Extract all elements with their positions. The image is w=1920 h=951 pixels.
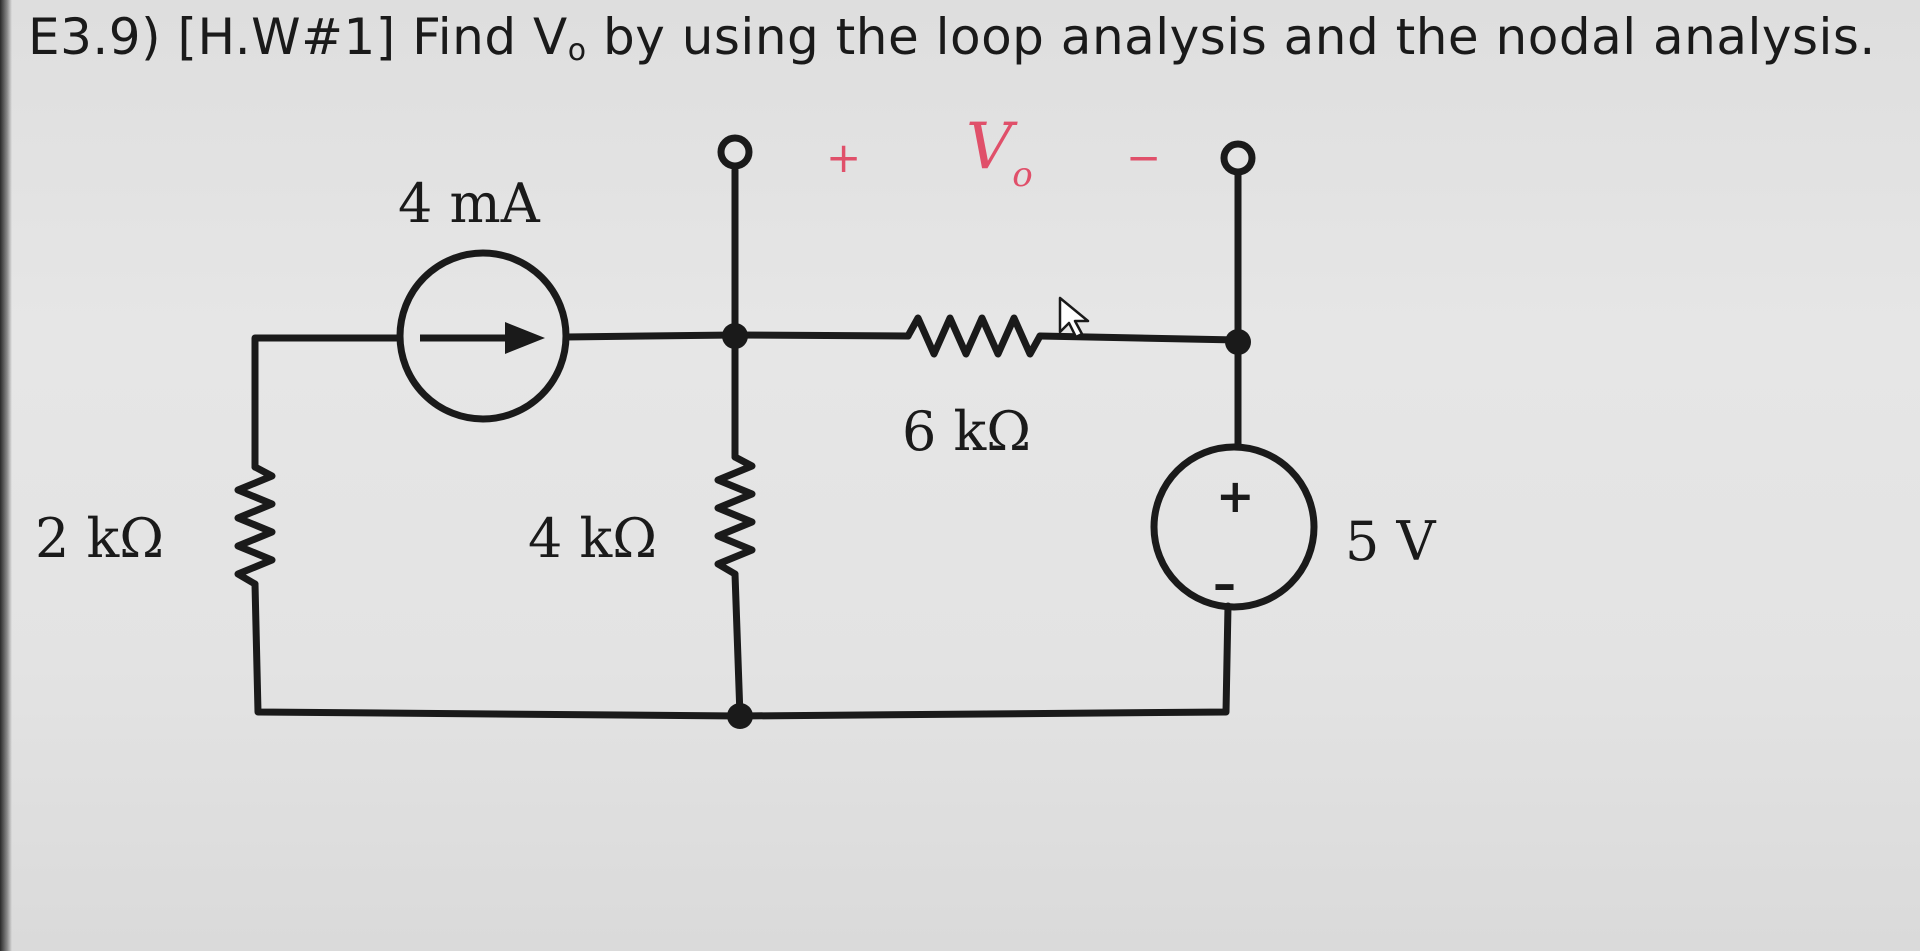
monitor-bezel [0,0,12,951]
node-b-dot [1225,329,1251,355]
label-resistor-6k: 6 kΩ [902,400,1031,463]
label-resistor-2k: 2 kΩ [35,507,164,570]
wire-6k-to-node-b [1036,332,1242,344]
terminal-minus-icon [1220,140,1256,176]
vs-plus-sign: + [1216,469,1255,523]
node-ground-dot [727,703,753,729]
wire-4k-to-ground [731,570,744,720]
label-voltage-source: 5 V [1345,510,1437,573]
mouse-pointer-icon [1058,296,1090,339]
wire-top-left [251,334,404,471]
node-a-dot [722,323,748,349]
vo-label: Vo [966,110,1033,195]
label-resistor-4k: 4 kΩ [528,507,657,570]
wire-left-bottom [251,580,744,720]
problem-number: E3.9) [H.W#1] Find V [28,8,568,66]
wire-top-mid [562,331,739,341]
resistor-6k [904,314,1044,358]
problem-statement: E3.9) [H.W#1] Find Vo by using the loop … [28,8,1876,68]
resistor-4k [714,453,756,578]
vo-minus-sign: − [1126,133,1161,182]
vo-plus-sign: + [826,133,861,182]
label-current-source: 4 mA [398,172,541,235]
problem-text: by using the loop analysis and the nodal… [586,8,1876,66]
resistor-2k [234,463,276,588]
vs-minus-sign: – [1213,557,1236,611]
terminal-plus-icon [717,134,753,170]
vo-label-v: V [966,110,1018,184]
problem-vo-subscript: o [567,33,587,68]
vo-label-sub: o [1012,155,1032,195]
voltage-source-symbol [1150,443,1318,611]
wire-node-a-to-6k [731,331,912,340]
wire-vs-bottom [736,602,1232,720]
current-arrow-icon [420,322,545,354]
